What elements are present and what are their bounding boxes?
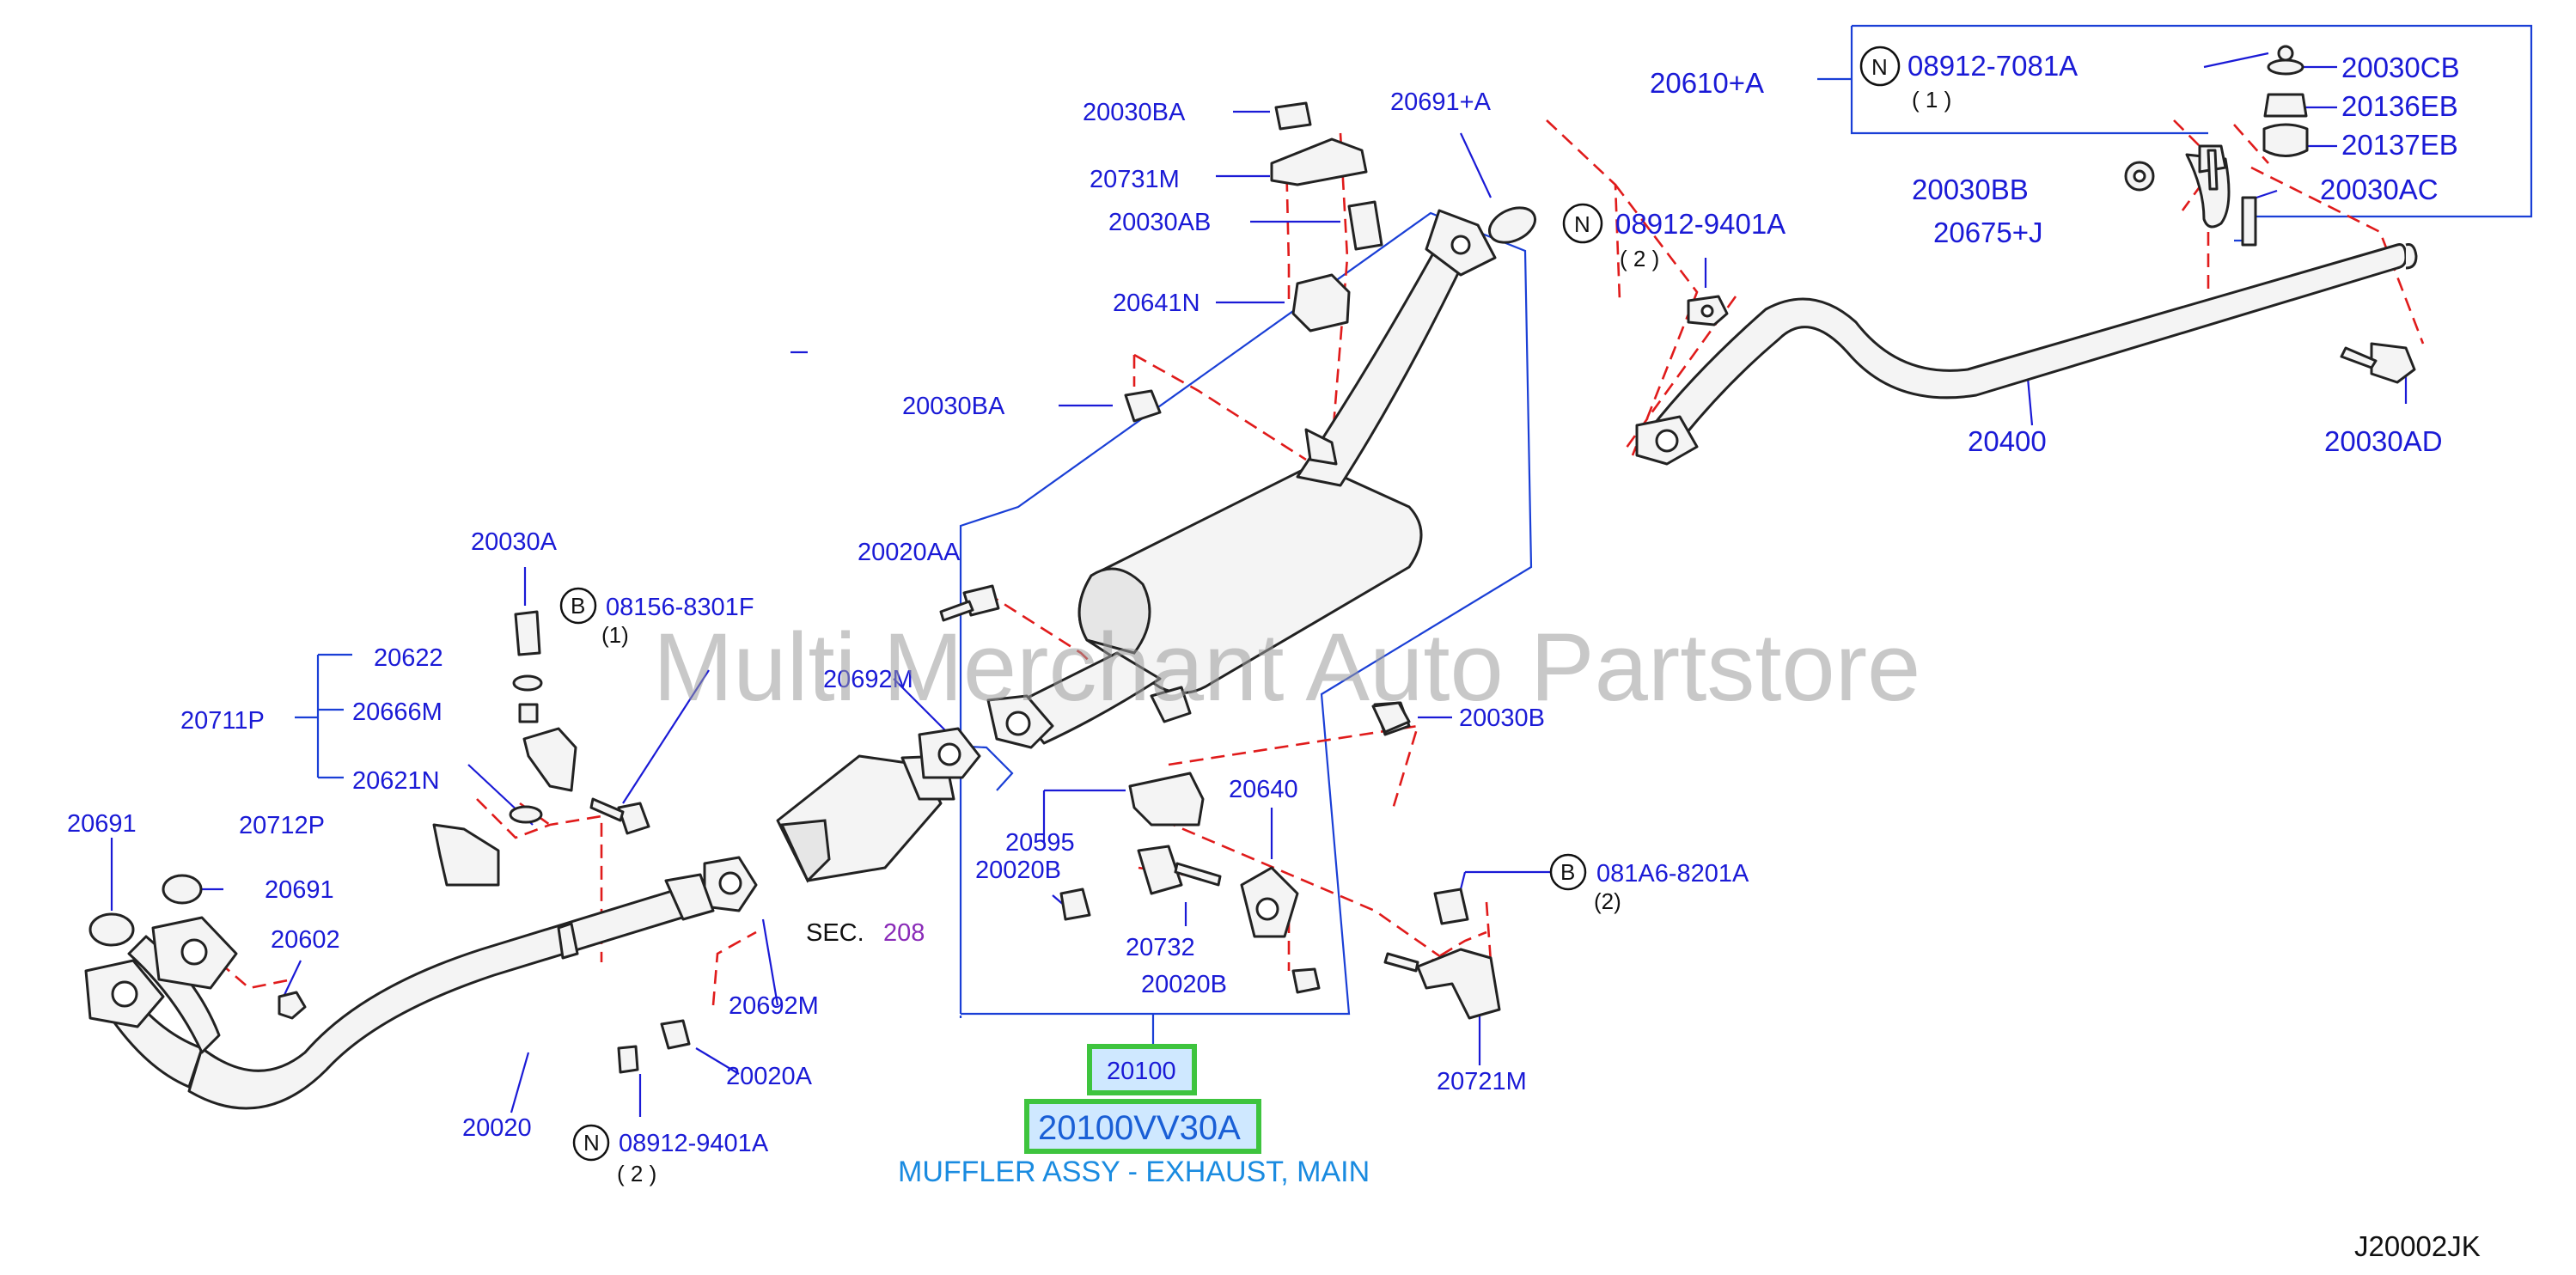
svg-text:N: N xyxy=(583,1130,600,1156)
rear-hanger-bracket xyxy=(2124,45,2416,384)
label-20030ad: 20030AD xyxy=(2324,425,2443,457)
label-20020b-bottom: 20020B xyxy=(1141,971,1227,998)
label-20030cb: 20030CB xyxy=(2341,52,2460,83)
label-20666m: 20666M xyxy=(352,699,443,726)
label-qty-2-bottom: ( 2 ) xyxy=(617,1161,656,1187)
highlight-20100vv30a[interactable]: 20100VV30A xyxy=(1024,1099,1261,1154)
label-20030bb: 20030BB xyxy=(1912,174,2029,205)
label-20100: 20100 xyxy=(1107,1058,1176,1085)
label-20030b: 20030B xyxy=(1459,705,1545,732)
marker-n-7081a: N xyxy=(1859,46,1901,87)
label-20602: 20602 xyxy=(271,926,340,954)
label-qty-2-top: ( 2 ) xyxy=(1620,246,1659,271)
front-pipe-bracket xyxy=(295,653,352,779)
muffler-assy-outline xyxy=(959,211,1533,1048)
label-20020aa: 20020AA xyxy=(858,539,961,566)
label-20137eb: 20137EB xyxy=(2341,129,2458,161)
label-qty-1: ( 1 ) xyxy=(1912,87,1951,113)
label-20030a: 20030A xyxy=(471,528,558,556)
bracket-20721m xyxy=(1383,888,1501,1020)
label-08912-7081a: 08912-7081A xyxy=(1908,50,2078,82)
gasket-20692m-top xyxy=(918,727,981,779)
label-20136eb: 20136EB xyxy=(2341,90,2458,122)
label-20030ab: 20030AB xyxy=(1108,209,1211,236)
label-20692m-top: 20692M xyxy=(823,666,913,693)
label-qty-1b: (1) xyxy=(601,622,629,648)
label-20100vv30a: 20100VV30A xyxy=(1038,1109,1241,1147)
front-pipe xyxy=(84,873,715,1110)
label-20711p: 20711P xyxy=(180,707,265,735)
label-20595: 20595 xyxy=(1005,829,1075,857)
svg-text:N: N xyxy=(1871,54,1888,80)
svg-text:N: N xyxy=(1574,211,1590,237)
svg-text:B: B xyxy=(571,593,585,619)
label-sec-208: 208 xyxy=(883,919,925,947)
label-20030ba: 20030BA xyxy=(902,393,1005,420)
nut-20602 xyxy=(278,991,307,1020)
label-20692m-bottom: 20692M xyxy=(729,992,819,1020)
label-20030ac: 20030AC xyxy=(2320,174,2439,205)
label-sec: SEC. xyxy=(806,919,864,947)
gasket-20691 xyxy=(89,874,203,947)
marker-n-9401a-top: N xyxy=(1562,203,1603,244)
bracket-20711p-parts xyxy=(432,610,650,887)
watermark: Multi Merchant Auto Partstore xyxy=(653,613,1920,721)
label-20640: 20640 xyxy=(1229,776,1298,803)
marker-b-8301f: B xyxy=(559,587,597,625)
svg-text:B: B xyxy=(1560,859,1575,885)
label-20622: 20622 xyxy=(374,644,443,672)
label-08156-8301f: 08156-8301F xyxy=(606,594,754,621)
label-20400: 20400 xyxy=(1968,425,2047,457)
label-20691a: 20691+A xyxy=(1390,88,1492,116)
label-20020: 20020 xyxy=(462,1114,532,1142)
muffler-inlet-pipe xyxy=(986,651,1192,749)
muffler-body xyxy=(1077,209,1497,694)
label-qty-2b: (2) xyxy=(1594,888,1621,914)
tail-pipe xyxy=(1635,243,2418,466)
diagram-code: J20002JK xyxy=(2354,1230,2481,1262)
nut-08912-9401a-top xyxy=(1687,295,1729,326)
leader-lines xyxy=(110,52,2408,1117)
label-20610a: 20610+A xyxy=(1650,67,1764,99)
mount-parts-center xyxy=(1059,772,1321,994)
label-08912-9401a-bottom: 08912-9401A xyxy=(619,1130,769,1157)
label-20030ba-top: 20030BA xyxy=(1083,99,1186,126)
marker-n-9401a-bottom: N xyxy=(572,1124,610,1162)
label-20020a: 20020A xyxy=(726,1063,813,1090)
gasket-20691a xyxy=(1488,206,1536,244)
label-20732: 20732 xyxy=(1126,934,1195,961)
catalytic-converter xyxy=(776,754,955,883)
part-description: MUFFLER ASSY - EXHAUST, MAIN xyxy=(898,1156,1370,1188)
label-20721m: 20721M xyxy=(1437,1068,1527,1095)
marker-b-8201a: B xyxy=(1549,853,1587,891)
label-20020b-top: 20020B xyxy=(975,857,1061,884)
assembly-dashed-lines xyxy=(218,119,2425,1006)
label-20731m: 20731M xyxy=(1090,166,1180,193)
nut-20030b xyxy=(1371,701,1411,734)
label-20641n: 20641N xyxy=(1113,290,1200,317)
label-20675j: 20675+J xyxy=(1933,217,2043,248)
label-20621n: 20621N xyxy=(352,767,440,795)
label-081a6-8201a: 081A6-8201A xyxy=(1596,860,1749,888)
label-20691-left: 20691 xyxy=(67,810,137,838)
upper-hanger-parts xyxy=(1124,101,1383,423)
gasket-20692m-bottom xyxy=(703,856,758,912)
label-20712p: 20712P xyxy=(239,812,325,839)
label-08912-9401a-top: 08912-9401A xyxy=(1615,208,1785,240)
part-labels: 20030BA 20691+A 20731M 20030AB 20641N 20… xyxy=(67,46,2460,1187)
label-20691-mid: 20691 xyxy=(265,876,334,904)
highlight-20100[interactable]: 20100 xyxy=(1087,1044,1197,1095)
